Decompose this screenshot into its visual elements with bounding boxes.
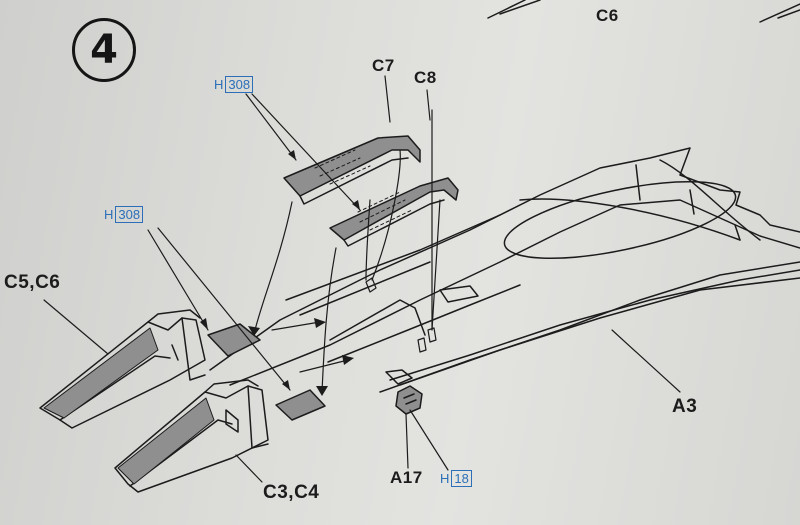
paint-ref-code: 308	[225, 76, 254, 93]
label-a3: A3	[672, 396, 698, 417]
label-c7: C7	[372, 56, 395, 75]
label-c5-c6: C5,C6	[4, 272, 61, 293]
part-a17	[395, 385, 423, 415]
paint-ref-c7-c8: H 308	[214, 76, 254, 93]
paint-ref-prefix: H	[440, 471, 450, 486]
leader-lines	[43, 75, 681, 483]
paint-ref-prefix: H	[214, 77, 224, 92]
guide-arrowheads	[248, 318, 354, 396]
paint-ref-a17: H 18	[440, 470, 472, 487]
pad-c3-c4	[275, 389, 326, 421]
pad-c5-c6	[207, 323, 261, 357]
previous-step-part-right	[759, 3, 800, 23]
pin-markers	[365, 277, 437, 353]
label-c3-c4: C3,C4	[263, 482, 320, 503]
label-c8: C8	[414, 68, 437, 87]
paint-ref-pads: H 308	[104, 206, 144, 223]
previous-step-part-left	[487, 0, 541, 19]
paint-ref-prefix: H	[104, 207, 114, 222]
step-number-badge: 4	[72, 18, 136, 82]
step-number: 4	[90, 27, 118, 73]
leader-arrowheads	[200, 150, 360, 390]
label-a17: A17	[390, 468, 423, 487]
part-c5-c6	[39, 309, 206, 429]
assembly-guide-lines	[253, 109, 441, 393]
paint-ref-code: 308	[115, 206, 144, 223]
label-top-c6: C6	[596, 6, 619, 25]
paint-ref-code: 18	[451, 470, 472, 487]
part-a3-outline	[209, 147, 800, 393]
